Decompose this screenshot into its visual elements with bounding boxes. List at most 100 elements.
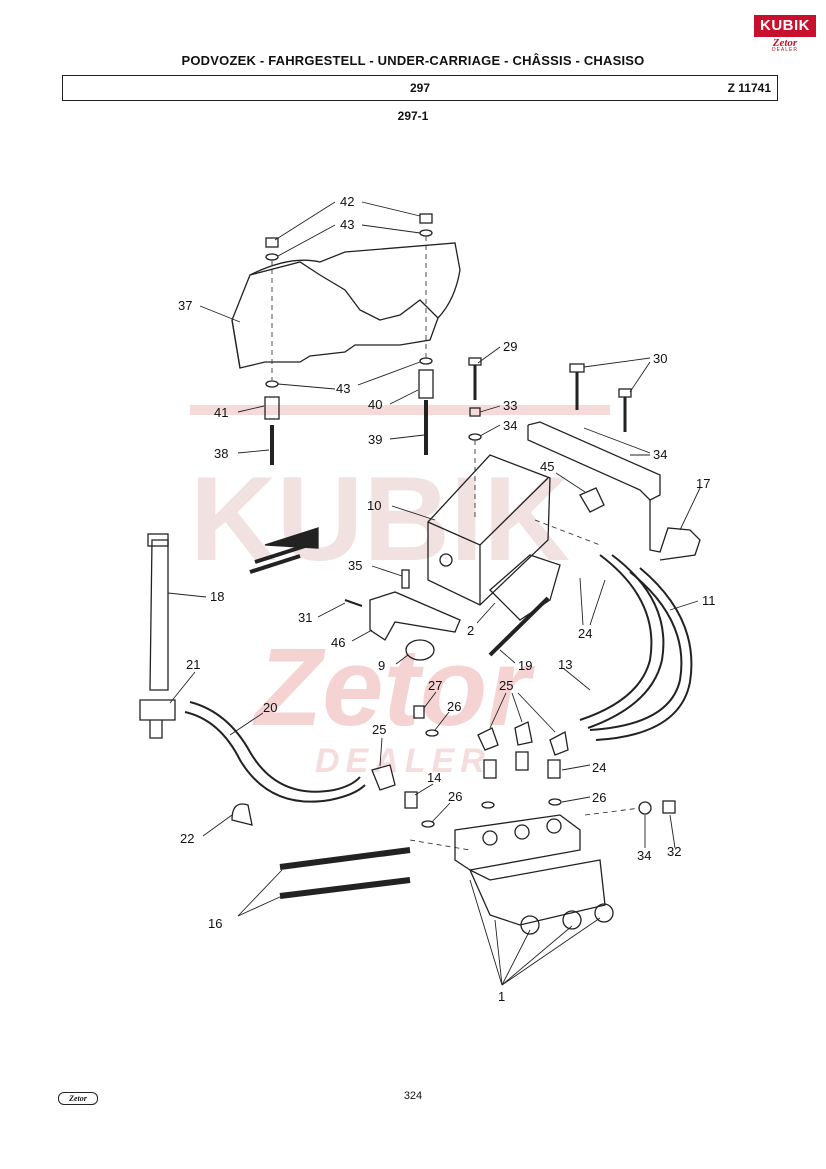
dealer-logo: KUBIK Zetor DEALER [754,15,816,53]
fitting-24 [547,759,561,779]
nut-42-right [419,213,433,224]
logo-dealer-text: DEALER [771,47,798,53]
washer-43-left [265,253,279,261]
valve-knob [520,915,540,935]
callout-34: 34 [503,418,517,433]
spacer-41 [264,396,280,420]
hose-20-outer [189,701,361,793]
callout-25: 25 [499,678,513,693]
reference-number: Z 11741 [727,81,771,95]
callout-19: 19 [518,658,532,673]
block-10-port [439,553,453,567]
elbow-25 [514,721,533,746]
page-number: 324 [403,1090,423,1102]
cover-37 [231,242,461,369]
callout-33: 33 [503,398,517,413]
nut-32 [662,800,676,814]
arrow-stripe [249,554,301,574]
logo-kubik-text: KUBIK [754,15,816,37]
bolt-30-head-a [569,363,585,373]
valve-knob [562,910,582,930]
callout-24-lower: 24 [592,760,606,775]
callout-46: 46 [331,635,345,650]
bolt-16-a [279,847,411,870]
drawing-lines [139,213,701,935]
pin-35 [401,569,410,589]
bushing-9 [405,639,435,661]
callout-1: 1 [498,989,505,1004]
callout-26-right: 26 [592,790,606,805]
callout-24: 24 [578,626,592,641]
fitting-24 [515,751,529,771]
callout-38: 38 [214,446,228,461]
callout-34-bottom: 34 [637,848,651,863]
hose-11 [589,571,683,731]
elbow-25-left [371,764,396,791]
washer-26 [481,801,495,809]
leader-lines [167,201,701,986]
cover-crease [249,261,439,321]
hose-18-fitting [147,533,169,547]
callout-18: 18 [210,589,224,604]
callout-25-left: 25 [372,722,386,737]
washer-26 [421,820,435,828]
callout-40: 40 [368,397,382,412]
fitting-24 [483,759,497,779]
callout-2: 2 [467,623,474,638]
block-10 [427,454,551,606]
callout-21: 21 [186,657,200,672]
callout-20: 20 [263,700,277,715]
callout-22: 22 [180,831,194,846]
direction-arrow [264,527,319,549]
bracket-17 [527,421,701,561]
subgroup-number: 297-1 [397,109,429,123]
callout-29: 29 [503,339,517,354]
elbow-25 [477,727,499,751]
callout-17: 17 [696,476,710,491]
callout-26: 26 [447,699,461,714]
arrow-stripe [254,544,306,564]
callout-32: 32 [667,844,681,859]
callout-45: 45 [540,459,554,474]
bracket-17-edge [527,425,651,501]
callout-41: 41 [214,405,228,420]
valve-port [546,818,562,834]
clip-22 [231,803,253,826]
rod-19 [488,596,550,657]
washer-34-right [638,801,652,815]
washer-26 [548,798,562,806]
plug-27 [413,705,425,719]
valve-port [514,824,530,840]
callout-35: 35 [348,558,362,573]
callout-16: 16 [208,916,222,931]
callout-26-lower: 26 [448,789,462,804]
washer-43-right [419,229,433,237]
elbow-25 [549,731,569,756]
tee-21 [139,699,176,739]
washer-34 [468,433,482,441]
valve-knob [594,903,614,923]
callout-42: 42 [340,194,354,209]
callout-30: 30 [653,351,667,366]
block-10-edges [427,477,549,605]
connector-45 [579,487,605,513]
callout-37: 37 [178,298,192,313]
callout-11: 11 [702,593,716,608]
callout-34-right: 34 [653,447,667,462]
callout-10: 10 [367,498,381,513]
watermark-zetor: Zetor [252,626,535,749]
valve-block-lower [468,859,606,926]
washer-43-lower-left [265,380,279,388]
group-bar: 297 Z 11741 [62,75,778,101]
callout-27: 27 [428,678,442,693]
footer-logo: Zetor [58,1092,98,1105]
callout-14: 14 [427,770,441,785]
watermark-dealer: DEALER [315,742,491,780]
watermark-kubik: KUBIK [190,452,570,586]
washer-43-lower-right [419,357,433,365]
callout-43-lower: 43 [336,381,350,396]
logo-zetor-text: Zetor [772,37,798,49]
bolt-16-b [279,877,411,899]
centerlines [271,236,641,851]
callout-13: 13 [558,657,572,672]
